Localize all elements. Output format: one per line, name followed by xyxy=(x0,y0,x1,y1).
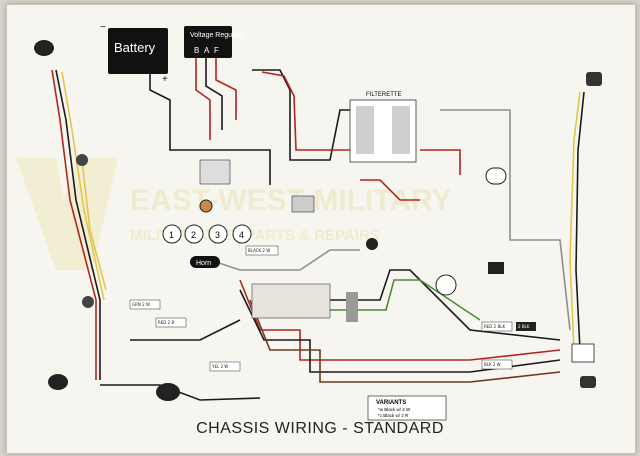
wire-tag-7 xyxy=(516,322,536,331)
regulator-terminal-a: A xyxy=(204,46,210,55)
gauge-1-label: 1 xyxy=(169,230,174,240)
variants-frame xyxy=(367,395,447,421)
gauge-3 xyxy=(208,224,228,244)
variants-title: VARIANTS xyxy=(376,400,406,406)
trailer-socket xyxy=(571,343,595,363)
filterette-label: FILTERETTE xyxy=(366,92,402,98)
gauge-4 xyxy=(232,224,252,244)
wire-tag-3 xyxy=(209,361,241,372)
coil-box xyxy=(199,159,231,185)
wire-tag-7-text: 2 BLK xyxy=(518,324,530,329)
wire-left-yellow xyxy=(61,71,105,301)
wire-right-yellow xyxy=(569,91,581,351)
diagram-board xyxy=(6,4,636,454)
battery-negative: − xyxy=(100,22,106,33)
battery-label: Battery xyxy=(114,40,156,55)
wire-reg-f xyxy=(215,58,237,120)
wire-tag-2 xyxy=(155,317,187,328)
starter-switch xyxy=(291,195,315,213)
wire-tag-6 xyxy=(129,299,161,310)
wire-bottom-left xyxy=(100,384,261,401)
wire-tag-1-text: BLACK 2 W xyxy=(248,248,270,253)
wire-battery-main xyxy=(149,70,271,185)
horn-tag xyxy=(190,256,220,268)
gauge-3-label: 3 xyxy=(215,230,220,240)
wire-bottom-black xyxy=(239,289,561,373)
regulator-label: Voltage Regulator xyxy=(190,32,246,39)
variants-line-1: *w Black w/ 2 W xyxy=(378,407,411,412)
battery: Battery − + xyxy=(100,22,168,85)
gauge-unit-right xyxy=(485,167,507,185)
wire-lower-left-black xyxy=(130,319,241,341)
wire-tag-2-text: RED 2 B xyxy=(158,320,174,325)
left-headlamp-bottom xyxy=(48,374,68,390)
harness-block xyxy=(251,283,358,322)
battery-body xyxy=(108,28,168,74)
variants-box: VARIANTS *w Black w/ 2 W *z Black w/ 2 R xyxy=(367,395,447,421)
variants-line-2: *z Black w/ 2 R xyxy=(378,413,409,418)
wire-left-black xyxy=(55,69,101,380)
harness-clamp xyxy=(346,292,358,322)
wire-tags: BLACK 2 W RED 2 B YEL 2 W RED 2 BLK BLK … xyxy=(129,245,536,372)
wire-tag-5-text: BLK 2 W xyxy=(484,362,501,367)
gauge-2-label: 2 xyxy=(191,230,196,240)
gauge-4-label: 4 xyxy=(239,230,244,240)
wire-top-black xyxy=(252,69,400,161)
regulator-terminal-b: B xyxy=(194,46,199,55)
regulator-body xyxy=(184,26,232,58)
gauge-dial-right xyxy=(435,274,457,296)
diagram-title: CHASSIS WIRING - STANDARD xyxy=(196,420,444,437)
right-tail-lamp-bottom xyxy=(580,376,596,388)
wire-bottom-red xyxy=(239,279,561,361)
watermark-line1: EAST-WEST MILITARY xyxy=(130,184,452,217)
filterette-left-block xyxy=(356,106,374,154)
switch-right xyxy=(488,262,504,274)
wire-tag-3-text: YEL 2 W xyxy=(211,364,228,369)
voltage-regulator: Voltage Regulator B A F xyxy=(184,26,246,58)
horn-label: Horn xyxy=(196,260,211,267)
gauge-2 xyxy=(184,224,204,244)
filterette: FILTERETTE xyxy=(349,92,417,163)
wire-lamp-yellow xyxy=(81,159,107,291)
connector-mid xyxy=(366,238,378,250)
wire-reg-b xyxy=(195,58,211,140)
wire-tag-6-text: GRN 2 W xyxy=(132,302,150,307)
regulator-terminal-f: F xyxy=(214,46,219,55)
wire-right-black xyxy=(575,91,585,351)
wire-right-grey xyxy=(440,109,571,331)
gauges: 1 2 3 4 xyxy=(162,199,252,244)
blackout-lamp-top xyxy=(76,154,88,166)
wire-tag-5 xyxy=(481,359,513,370)
left-headlamp-top xyxy=(34,40,54,56)
wire-tag-1 xyxy=(245,245,279,256)
horn-body-bottom xyxy=(156,383,180,401)
lamps xyxy=(34,40,602,401)
wire-tag-4 xyxy=(481,321,513,332)
horn: Horn xyxy=(190,256,220,268)
gauge-1 xyxy=(162,224,182,244)
wire-grey-horn xyxy=(209,249,360,271)
harness-junction xyxy=(251,283,331,319)
wire-center-black xyxy=(300,269,561,341)
wire-bottom-brown xyxy=(249,299,561,383)
wire-filterette-red xyxy=(420,149,461,175)
watermark: EAST-WEST MILITARY MILITARY JEEP PARTS &… xyxy=(16,158,452,270)
ignition-switch xyxy=(199,199,213,213)
wire-left-red xyxy=(51,69,97,380)
right-tail-lamp-top xyxy=(586,72,602,86)
wire-mid-red xyxy=(360,179,420,201)
blackout-lamp-bottom xyxy=(82,296,94,308)
wire-tag-4-text: RED 2 BLK xyxy=(484,324,505,329)
wire-top-red xyxy=(261,71,350,151)
filterette-right-block xyxy=(392,106,410,154)
battery-positive: + xyxy=(162,74,168,85)
wire-reg-a xyxy=(205,58,223,130)
